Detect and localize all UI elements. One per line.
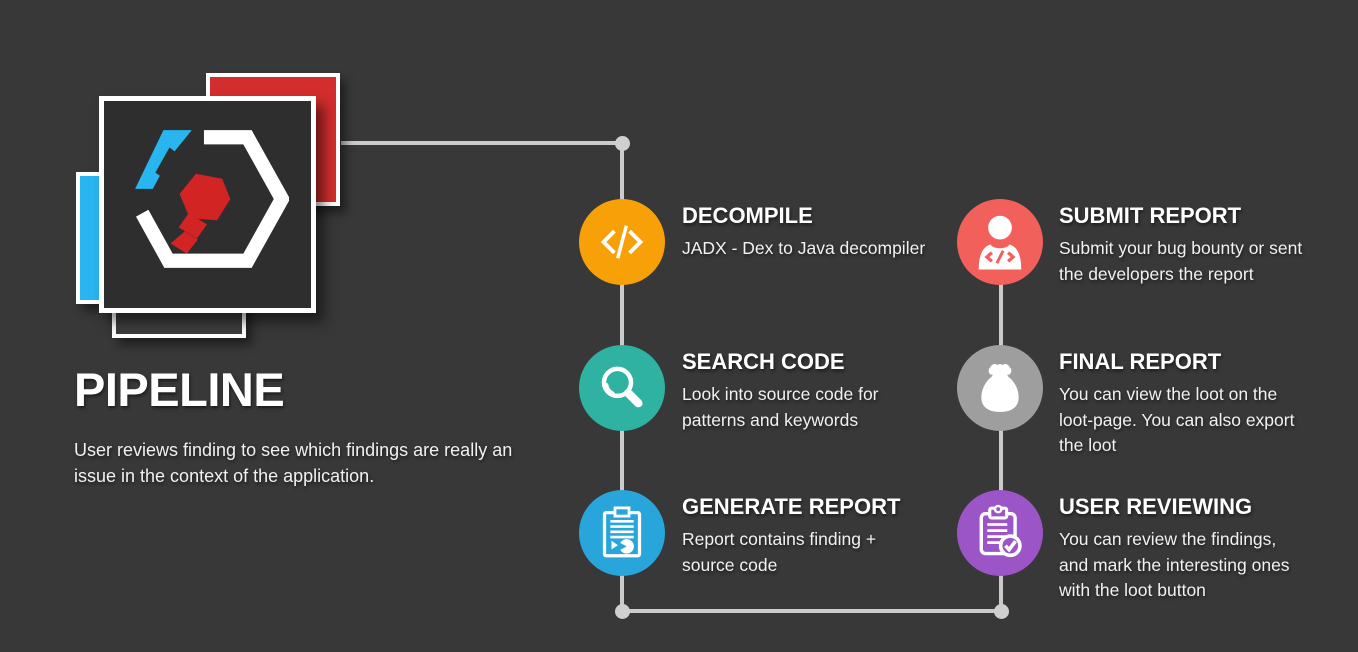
- step-description: Look into source code for patterns and k…: [682, 384, 879, 430]
- step-description: You can review the findings, and mark th…: [1059, 529, 1290, 600]
- connector-line-bottom: [622, 609, 1003, 613]
- connector-dot-bottom-right: [994, 604, 1009, 619]
- step-title: USER REVIEWING: [1059, 494, 1253, 519]
- step-submit-report: SUBMIT REPORT Submit your bug bounty or …: [1059, 203, 1317, 287]
- report-document-icon: [602, 506, 642, 558]
- step-description: Submit your bug bounty or sent the devel…: [1059, 238, 1303, 284]
- connector-dot-bottom-left: [615, 604, 630, 619]
- magnifier-icon: [601, 366, 643, 408]
- step-badge-user-reviewing: [957, 490, 1043, 576]
- step-badge-final-report: [957, 345, 1043, 431]
- step-description: You can view the loot on the loot-page. …: [1059, 384, 1295, 455]
- step-final-report: FINAL REPORT You can view the loot on th…: [1059, 349, 1317, 459]
- step-title: SEARCH CODE: [682, 349, 845, 374]
- page-title: PIPELINE: [74, 363, 285, 416]
- logo-front-card: [99, 96, 316, 313]
- step-badge-decompile: [579, 199, 665, 285]
- clipboard-check-icon: [979, 504, 1022, 558]
- step-user-reviewing: USER REVIEWING You can review the findin…: [1059, 494, 1317, 604]
- money-bag-icon: [981, 363, 1019, 412]
- code-icon: [600, 225, 644, 259]
- person-code-icon: [978, 215, 1022, 270]
- step-title: FINAL REPORT: [1059, 349, 1222, 374]
- page-description: User reviews finding to see which findin…: [74, 440, 513, 486]
- hexagon-code-logo-icon: [135, 130, 289, 268]
- step-description: Report contains finding + source code: [682, 529, 877, 575]
- step-search-code: SEARCH CODE Look into source code for pa…: [682, 349, 940, 433]
- step-badge-search-code: [579, 345, 665, 431]
- connector-line-top: [341, 141, 625, 145]
- step-decompile: DECOMPILE JADX - Dex to Java decompiler: [682, 203, 940, 262]
- step-description: JADX - Dex to Java decompiler: [682, 238, 926, 258]
- connector-dot-top: [615, 136, 630, 151]
- step-title: DECOMPILE: [682, 203, 813, 228]
- step-badge-generate-report: [579, 490, 665, 576]
- step-title: GENERATE REPORT: [682, 494, 901, 519]
- step-generate-report: GENERATE REPORT Report contains finding …: [682, 494, 940, 578]
- step-badge-submit-report: [957, 199, 1043, 285]
- step-title: SUBMIT REPORT: [1059, 203, 1242, 228]
